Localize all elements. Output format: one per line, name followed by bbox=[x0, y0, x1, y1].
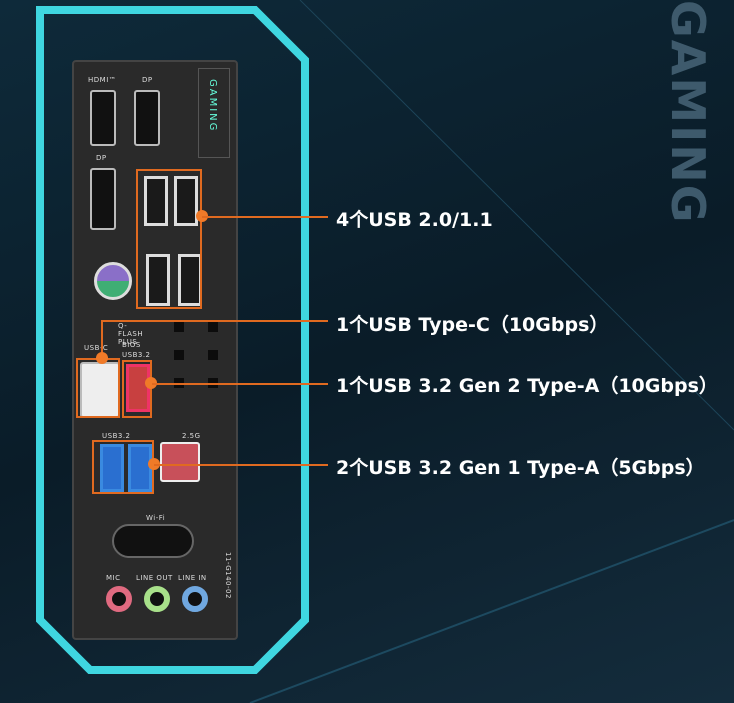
usb32-gen1-highlight bbox=[92, 440, 154, 494]
usb32-gen1-port bbox=[100, 444, 124, 492]
dp-port-top bbox=[134, 90, 160, 146]
callout-line-usb32-gen2 bbox=[152, 383, 328, 385]
mic-jack bbox=[106, 586, 132, 612]
bios-label: BIOS bbox=[122, 341, 141, 349]
gaming-label: GAMING bbox=[207, 79, 218, 133]
usb32-label-2: USB3.2 bbox=[102, 432, 131, 440]
mic-label: MIC bbox=[106, 574, 121, 582]
dp-top-label: DP bbox=[142, 76, 153, 84]
line-out-jack bbox=[144, 586, 170, 612]
dp-port-bottom bbox=[90, 168, 116, 230]
background-gaming-text: GAMING bbox=[661, 0, 715, 225]
usb32-gen2-port bbox=[126, 364, 150, 412]
callout-line-usb-c bbox=[101, 320, 328, 322]
usb-c-highlight bbox=[76, 358, 120, 418]
usb2-port bbox=[174, 176, 198, 226]
line-out-label: LINE OUT bbox=[136, 574, 173, 582]
callout-line-usb2 bbox=[202, 216, 328, 218]
line-in-label: LINE IN bbox=[178, 574, 207, 582]
ps2-port bbox=[94, 262, 132, 300]
callout-usb-c: 1个USB Type-C（10Gbps） bbox=[336, 314, 609, 336]
callout-usb32-gen1: 2个USB 3.2 Gen 1 Type-A（5Gbps） bbox=[336, 457, 705, 479]
usb-c-label: USB-C bbox=[84, 344, 109, 352]
usb2-highlight bbox=[136, 169, 202, 309]
hdmi-port bbox=[90, 90, 116, 146]
usb2-port bbox=[146, 254, 170, 306]
dp-bottom-label: DP bbox=[96, 154, 107, 162]
usb2-port bbox=[144, 176, 168, 226]
wifi-label: Wi-Fi bbox=[146, 514, 166, 522]
lan-label: 2.5G bbox=[182, 432, 201, 440]
callout-usb2: 4个USB 2.0/1.1 bbox=[336, 209, 493, 231]
callout-usb32-gen2: 1个USB 3.2 Gen 2 Type-A（10Gbps） bbox=[336, 375, 718, 397]
io-panel: HDMI™ DP DP GAMING Q-FLASH PLUS BIOS USB… bbox=[72, 60, 238, 640]
qflash-label: Q-FLASH PLUS bbox=[118, 322, 144, 346]
usb32-gen2-highlight bbox=[122, 360, 152, 418]
line-in-jack bbox=[182, 586, 208, 612]
part-number: 11-G140-02 bbox=[224, 552, 232, 599]
gaming-plate: GAMING bbox=[198, 68, 230, 158]
wifi-antenna-connector bbox=[112, 524, 194, 558]
callout-line-usb32-gen1 bbox=[154, 464, 328, 466]
lan-port bbox=[160, 442, 200, 482]
hdmi-label: HDMI™ bbox=[88, 76, 117, 84]
usb32-label: USB3.2 bbox=[122, 351, 151, 359]
